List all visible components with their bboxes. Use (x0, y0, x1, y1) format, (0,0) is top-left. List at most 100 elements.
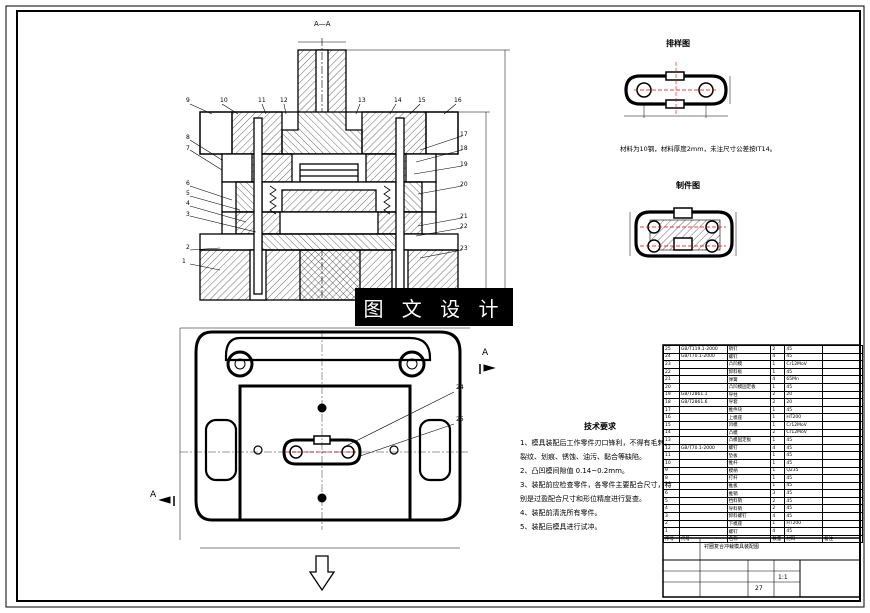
part-number-label: 7 (186, 145, 190, 152)
bom-cell (678, 504, 728, 514)
bom-cell: 凸模固定板 (726, 436, 772, 445)
bom-cell: 45 (784, 345, 824, 354)
bom-cell (678, 428, 728, 438)
bom-cell: 45 (784, 382, 824, 392)
bom-cell (822, 527, 863, 536)
view-label-a-right: A (482, 348, 489, 358)
part-number-label: 14 (394, 97, 402, 104)
bom-cell: 3 (663, 512, 680, 521)
bom-cell: 4 (770, 527, 786, 536)
bom-cell: 23 (663, 360, 680, 369)
bom-cell: 2 (770, 428, 786, 438)
bom-cell: 挡料销 (726, 496, 772, 506)
bom-cell: 2 (770, 345, 786, 354)
part-drawing-title: 制件图 (676, 181, 700, 190)
bom-cell: 螺钉 (726, 352, 772, 362)
bom-cell: Cr12MoV (784, 360, 824, 369)
bom-cell: 4 (663, 504, 680, 514)
tech-requirement-item: 3、装配前应检查零件，各零件主要配合尺寸，特 (520, 481, 672, 489)
bom-cell (822, 466, 863, 476)
bom-cell: 1 (770, 367, 786, 377)
view-label-a-left: A (150, 490, 157, 500)
bom-cell: 65Mn (784, 375, 824, 384)
bom-cell: 4 (770, 443, 786, 453)
bom-cell: 1 (770, 436, 786, 445)
bom-row: 序号代号名称数量材料备注 (663, 534, 863, 544)
bom-cell: GB/T70.1-2000 (678, 443, 728, 453)
bom-cell: 4 (770, 375, 786, 384)
part-number-label: 12 (280, 97, 288, 104)
bom-cell (822, 375, 863, 384)
bom-cell (678, 458, 728, 468)
bom-cell: 22 (663, 367, 680, 377)
sheet-number: 27 (755, 585, 763, 592)
bom-cell: GB/T2861.1 (678, 390, 728, 400)
bom-cell: 20 (784, 390, 824, 400)
inner-border (16, 10, 861, 602)
bom-cell: 45 (784, 481, 824, 491)
bom-cell (678, 382, 728, 392)
bom-cell (678, 466, 728, 476)
bom-cell: 凸凹模 (726, 360, 772, 369)
bom-cell: 螺钉 (726, 527, 772, 536)
part-number-label: 17 (460, 131, 468, 138)
bom-cell (678, 413, 728, 422)
bom-cell: 45 (784, 436, 824, 445)
bom-cell: 2 (770, 398, 786, 407)
bom-cell: 45 (784, 451, 824, 460)
bom-cell: GB/T119.1-2000 (678, 345, 728, 354)
part-number-label: 1 (182, 258, 186, 265)
bom-cell: 1 (770, 420, 786, 430)
bom-cell: 24 (663, 352, 680, 362)
bom-cell: 1 (770, 458, 786, 468)
bom-cell: 1 (770, 405, 786, 415)
bom-cell: 1 (770, 451, 786, 460)
bom-cell: 6 (663, 489, 680, 498)
bom-cell (822, 420, 863, 430)
part-number-label: 6 (186, 180, 190, 187)
bom-cell (678, 360, 728, 369)
tech-requirement-item: 别是过盈配合尺寸和形位精度进行复查。 (520, 495, 646, 503)
bom-cell: 13 (663, 436, 680, 445)
bom-cell: 推杆 (726, 458, 772, 468)
plan-view (158, 327, 496, 592)
bom-cell: 2 (770, 390, 786, 400)
bom-cell (822, 481, 863, 491)
bom-cell: 1 (770, 360, 786, 369)
bom-cell: Cr12MoV (784, 428, 824, 438)
bom-cell: 2 (770, 504, 786, 514)
bom-cell: Q235 (784, 466, 824, 476)
part-number-label: 9 (186, 97, 190, 104)
bom-cell: 螺钉 (726, 443, 772, 453)
bom-cell (822, 489, 863, 498)
bom-cell (822, 352, 863, 362)
bom-cell: 推板 (726, 481, 772, 491)
tech-requirement-item: 2、凸凹模间隙值 0.14~0.2mm。 (520, 467, 629, 475)
bom-cell (678, 496, 728, 506)
bom-cell: 4 (770, 352, 786, 362)
tech-requirement-item: 4、装配前清洗所有零件。 (520, 509, 602, 517)
bom-cell: 45 (784, 504, 824, 514)
bom-cell: 45 (784, 367, 824, 377)
bom-cell: 4 (770, 512, 786, 521)
bom-cell: 代号 (678, 534, 728, 544)
bom-cell: 序号 (663, 534, 680, 544)
section-label: A—A (314, 20, 331, 28)
bom-cell: 45 (784, 443, 824, 453)
bom-cell: HT200 (784, 519, 824, 529)
bom-cell: 3 (770, 489, 786, 498)
bom-cell: 21 (663, 375, 680, 384)
bom-cell: 数量 (770, 534, 786, 544)
